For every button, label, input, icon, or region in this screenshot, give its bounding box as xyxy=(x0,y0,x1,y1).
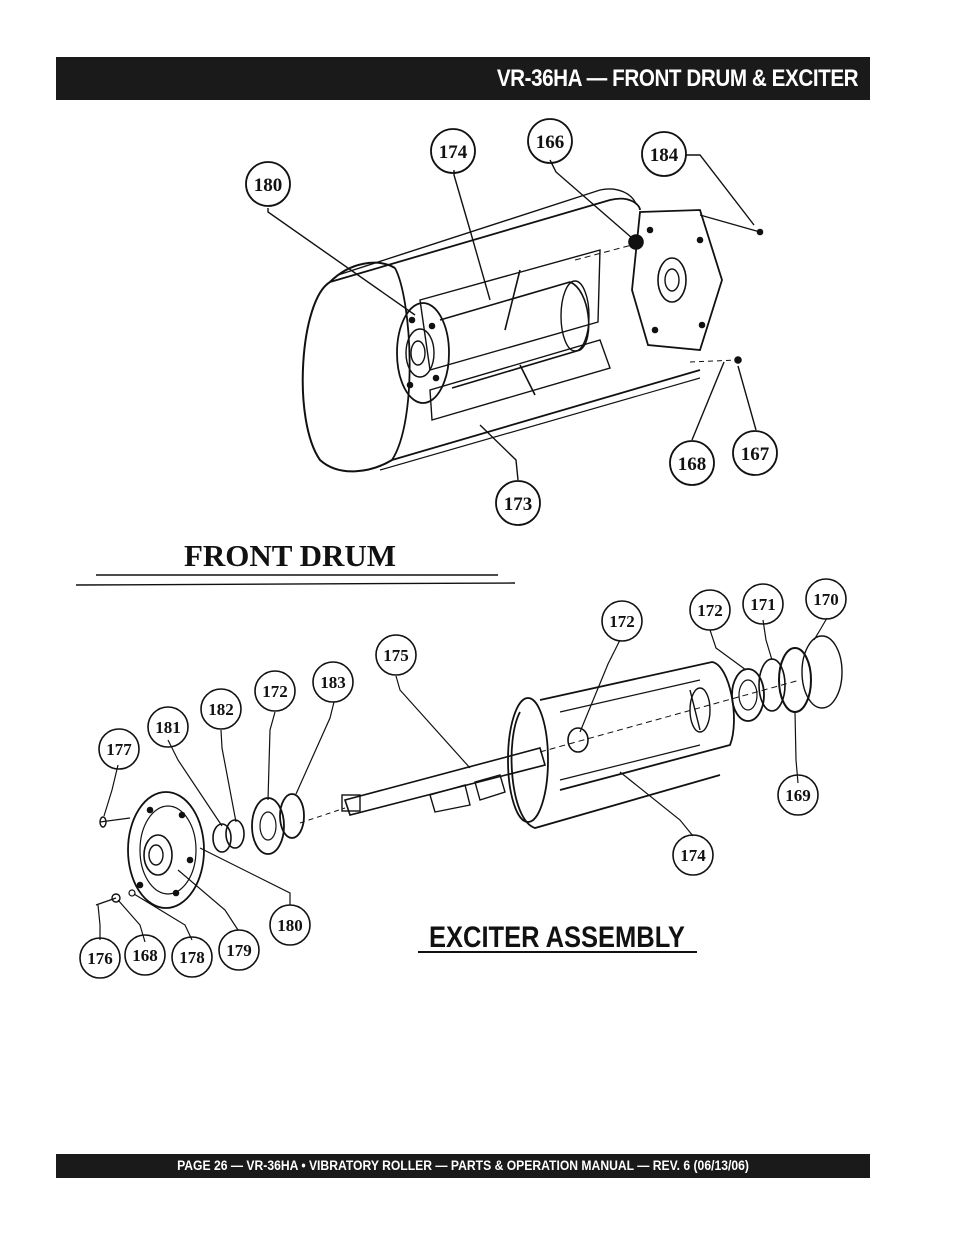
footer-text: PAGE 26 — VR-36HA • VIBRATORY ROLLER — P… xyxy=(177,1158,749,1173)
callout-172-left: 172 xyxy=(262,682,288,701)
front-drum-callout-labels: 174 166 184 180 168 167 173 xyxy=(254,132,770,515)
callout-168: 168 xyxy=(678,454,707,475)
callout-174-exciter: 174 xyxy=(680,846,706,865)
callout-169: 169 xyxy=(785,786,811,805)
callout-182: 182 xyxy=(208,700,234,719)
exciter-callout-labels: 175 172 172 171 170 183 172 182 181 177 … xyxy=(87,590,839,968)
callout-173: 173 xyxy=(504,494,533,515)
callout-168-exciter: 168 xyxy=(132,946,158,965)
callout-179: 179 xyxy=(226,941,252,960)
callout-174: 174 xyxy=(439,142,468,163)
callout-170: 170 xyxy=(813,590,839,609)
callout-180: 180 xyxy=(254,175,283,196)
front-drum-title: FRONT DRUM xyxy=(184,538,396,573)
callout-172-right: 172 xyxy=(697,601,723,620)
callout-180-exciter: 180 xyxy=(277,916,303,935)
front-drum-diagram xyxy=(245,118,778,526)
footer-bar: PAGE 26 — VR-36HA • VIBRATORY ROLLER — P… xyxy=(56,1154,870,1178)
page-title: VR-36HA — FRONT DRUM & EXCITER xyxy=(496,65,859,92)
exciter-assembly-diagram xyxy=(79,578,847,979)
callout-167: 167 xyxy=(741,444,770,465)
callout-181: 181 xyxy=(155,718,181,737)
callout-172-inner: 172 xyxy=(609,612,635,631)
title-rule-2 xyxy=(75,582,516,586)
exciter-assembly-title: EXCITER ASSEMBLY xyxy=(429,920,685,953)
header-bar: VR-36HA — FRONT DRUM & EXCITER xyxy=(56,57,870,100)
callout-166: 166 xyxy=(536,132,565,153)
callout-177: 177 xyxy=(106,740,132,759)
callout-178: 178 xyxy=(179,948,205,967)
callout-171: 171 xyxy=(750,595,776,614)
callout-183: 183 xyxy=(320,673,346,692)
callout-184: 184 xyxy=(650,145,679,166)
callout-175: 175 xyxy=(383,646,409,665)
callout-176: 176 xyxy=(87,949,113,968)
